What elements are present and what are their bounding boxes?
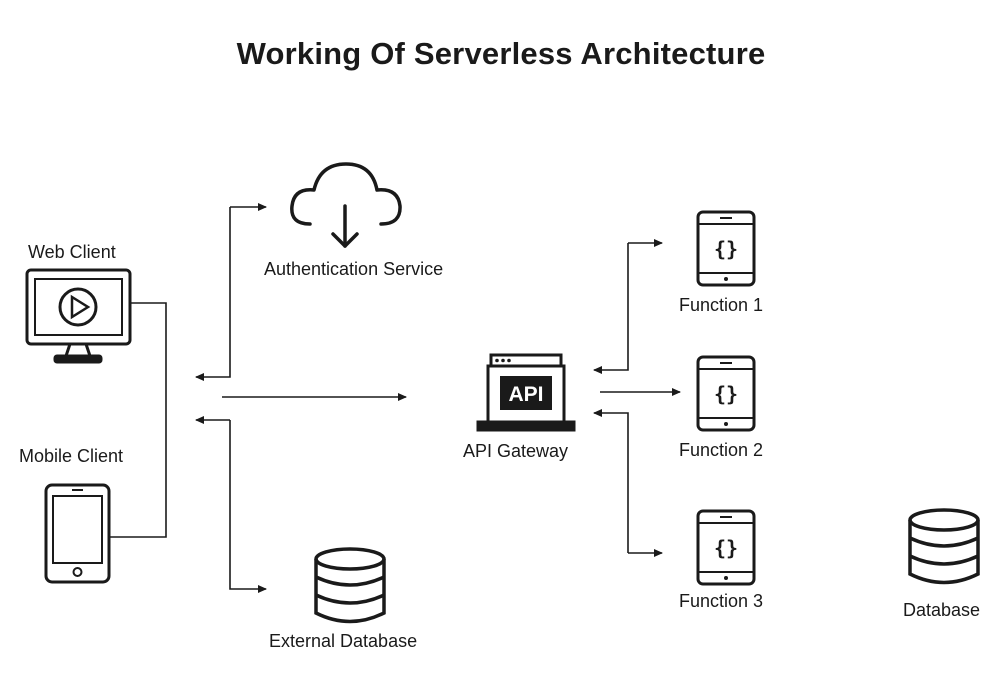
client-connector [109,302,167,538]
web-client-label: Web Client [28,242,116,262]
api-laptop-icon [476,353,576,432]
database-label: Database [903,600,981,620]
database-icon [314,547,386,624]
function-3-label: Function 3 [679,591,764,611]
cloud-download-icon [290,162,402,248]
function-2-glyph: {} [714,382,738,406]
function-2-label: Function 2 [679,440,764,460]
function1-to-gateway-arrow [593,243,629,374]
function3-to-gateway-arrow [593,409,629,553]
to-external-db-arrow [229,420,267,593]
function-1-glyph: {} [714,237,738,261]
function-tablet-icon [696,210,756,287]
api-badge: API [508,383,543,406]
function-tablet-icon [696,355,756,432]
api-gateway-label: API Gateway [463,441,569,461]
auth-to-client-arrow [195,207,231,381]
external-db-label: External Database [269,631,418,651]
tablet-icon [44,483,111,584]
mobile-client-label: Mobile Client [19,446,124,466]
monitor-play-icon [25,268,132,364]
page-title: Working Of Serverless Architecture [236,36,766,71]
function-1-label: Function 1 [679,295,764,315]
function-3-glyph: {} [714,536,738,560]
function-tablet-icon [696,509,756,586]
auth-service-label: Authentication Service [264,259,444,279]
database-icon [908,508,980,585]
